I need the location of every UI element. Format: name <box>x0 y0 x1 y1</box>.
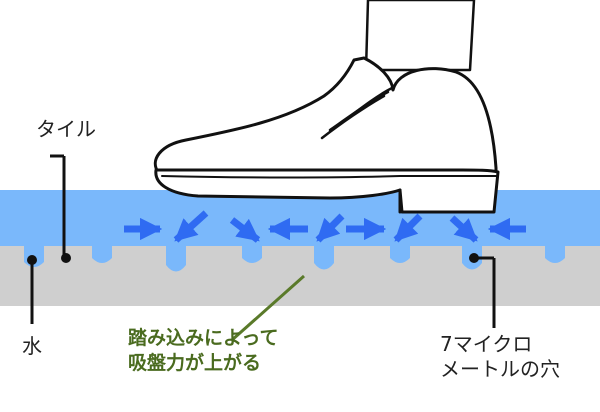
inward-arrow-icon <box>229 217 261 243</box>
water-droplet-icon <box>166 246 186 272</box>
suction-label-line-1: 踏み込みによって <box>128 327 279 349</box>
inward-arrow-icon <box>315 213 345 243</box>
micro-holes <box>24 246 565 272</box>
pant-leg-icon <box>364 0 476 72</box>
shoe-icon <box>153 56 500 214</box>
water-droplet-icon <box>545 246 565 263</box>
inward-arrow-icon <box>393 213 423 243</box>
water-label: 水 <box>22 334 42 358</box>
suction-label: 踏み込みによって 吸盤力が上がる <box>128 326 278 375</box>
hole-label-line-1: 7マイクロ <box>440 332 533 356</box>
suction-label-line-2: 吸盤力が上がる <box>128 351 262 374</box>
suction-leader <box>231 274 305 342</box>
water-droplet-icon <box>242 246 262 263</box>
water-droplet-icon <box>390 246 410 263</box>
leader-lines <box>27 154 496 328</box>
water-droplet-icon <box>314 246 334 270</box>
hole-label-line-2: メートルの穴 <box>440 357 560 381</box>
inward-arrow-icon <box>173 210 209 243</box>
inward-arrows <box>124 210 526 243</box>
tile-label: タイル <box>36 117 96 141</box>
tile-body <box>0 246 600 306</box>
inward-arrow-icon <box>449 215 479 243</box>
water-droplet-icon <box>92 246 112 263</box>
hole-label: 7マイクロ メートルの穴 <box>440 332 560 382</box>
